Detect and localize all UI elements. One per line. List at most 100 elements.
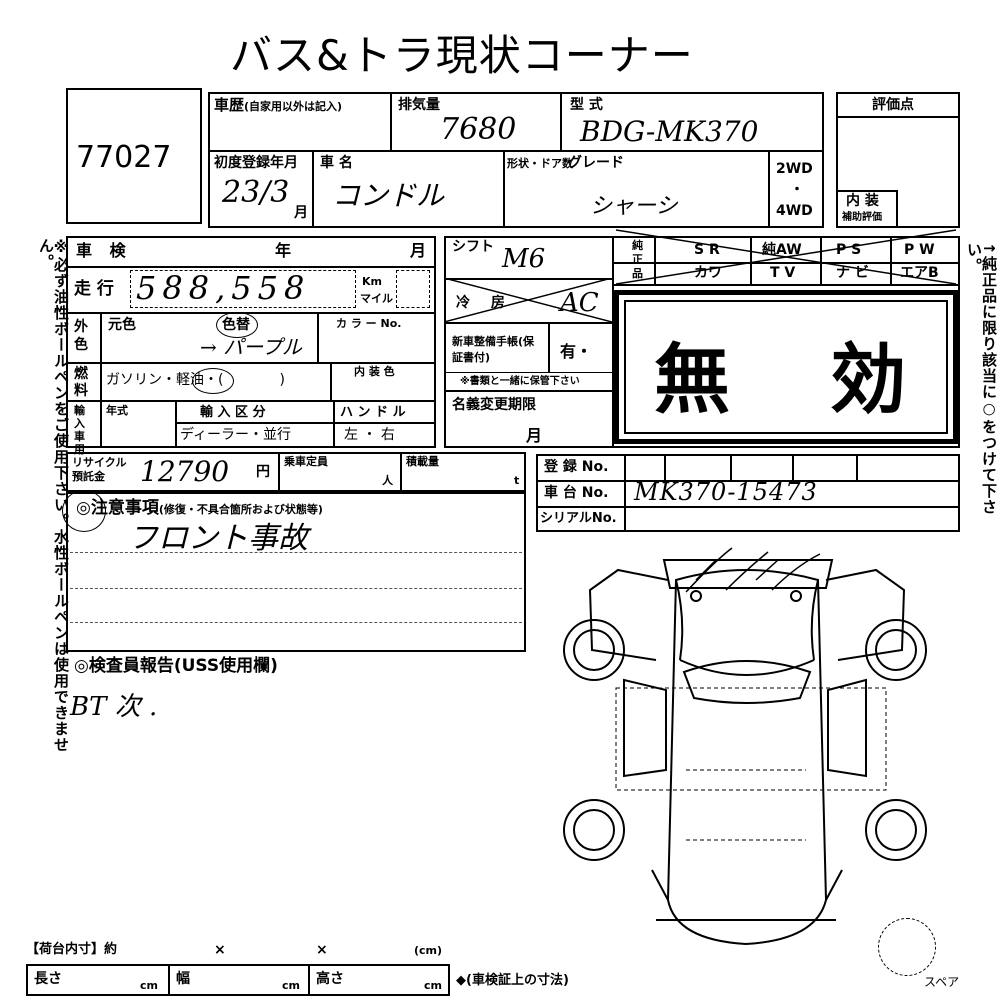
- drive-dot: ・: [790, 182, 804, 198]
- cargo-times-1: ×: [214, 942, 226, 958]
- inspection-month: 月: [410, 241, 427, 260]
- load-label: 積載量: [406, 455, 439, 468]
- model-label: 型 式: [570, 97, 603, 113]
- lot-number-box: [66, 88, 202, 224]
- handle-label: ハ ン ド ル: [340, 405, 406, 420]
- car-name-value: コンドル: [332, 179, 445, 212]
- lot-number: 77027: [76, 140, 172, 175]
- mileage-label: 走 行: [74, 279, 114, 299]
- cargo-length-label: 長さ: [34, 971, 62, 987]
- interior-sub-label: 補助評価: [842, 212, 882, 223]
- genuine-item-aw: 純AW: [762, 242, 802, 258]
- color-value: → パープル: [200, 335, 302, 359]
- fuel-label: 燃料: [74, 366, 88, 399]
- inspection-year: 年: [275, 241, 292, 260]
- fuel-diesel-circle: [192, 368, 234, 394]
- grade-label: グレード: [568, 155, 624, 171]
- page-title: バス&トラ現状コーナー: [230, 31, 694, 80]
- rating-box: [836, 92, 960, 228]
- genuine-item-sr: S R: [694, 242, 720, 258]
- name-change-label: 名義変更期限: [452, 397, 536, 413]
- model-value: BDG-MK370: [580, 115, 759, 148]
- rating-label: 評価点: [872, 97, 914, 113]
- spare-label: スペア: [924, 975, 960, 989]
- registration-no-label: 登 録 No.: [544, 459, 609, 475]
- interior-color-label: 内 装 色: [354, 365, 395, 378]
- cargo-label: 【荷台内寸】約: [26, 942, 118, 957]
- history-label: 車歴(自家用以外は記入): [214, 96, 343, 114]
- mileage-boxes: [130, 270, 356, 308]
- spec-grid: [66, 236, 436, 448]
- vehicle-info-grid: [208, 92, 824, 228]
- genuine-crossout: [615, 229, 957, 285]
- genuine-item-tv: T V: [770, 265, 796, 281]
- import-year-label: 年式: [106, 404, 128, 417]
- serial-no-label: シリアルNo.: [540, 511, 617, 526]
- invalid-stamp-text: 無 効: [654, 335, 918, 424]
- equipment-grid: [444, 236, 960, 448]
- original-color-label: 元色: [108, 317, 136, 333]
- drive-4wd: 4WD: [776, 203, 813, 219]
- displacement-value: 7680: [440, 112, 517, 147]
- recycle-row: [66, 452, 526, 492]
- mileage-value: 588,558: [136, 269, 311, 307]
- import-category-value: ディーラー・並行: [180, 427, 292, 443]
- genuine-label: 純正品: [632, 239, 643, 280]
- capacity-label: 乗車定員: [284, 455, 328, 468]
- cargo-note: ◆(車検証上の寸法): [456, 973, 569, 988]
- genuine-item-pw: P W: [904, 242, 935, 258]
- ac-value: AC: [560, 288, 599, 318]
- ac-crossout: [444, 278, 612, 322]
- inspector-label: ◎検査員報告(USS使用欄): [74, 656, 278, 676]
- notes-value: フロント事故: [128, 521, 308, 556]
- spare-tire-circle: [878, 918, 936, 976]
- mileage-unit-mile: マイル: [360, 292, 393, 305]
- chassis-no-label: 車 台 No.: [544, 485, 609, 501]
- recycle-label: リサイクル預託金: [72, 456, 127, 483]
- grade-value: シャーシ: [590, 194, 678, 219]
- shift-label: シフト: [452, 239, 494, 255]
- truck-diagram: [563, 547, 927, 946]
- genuine-item-leather: カワ: [694, 265, 722, 281]
- changed-color-circle: [216, 312, 258, 338]
- name-change-month: 月: [526, 426, 543, 445]
- cargo-width-label: 幅: [176, 971, 190, 987]
- drive-2wd: 2WD: [776, 161, 813, 177]
- import-category-label: 輸 入 区 分: [200, 405, 266, 420]
- first-registration-value: 23/3: [222, 175, 290, 210]
- handle-value: 左 ・ 右: [344, 427, 395, 443]
- first-registration-label: 初度登録年月: [214, 155, 298, 171]
- cargo-width-unit: cm: [282, 979, 300, 992]
- capacity-unit: 人: [382, 474, 393, 487]
- mileage-unit-km: Km: [362, 275, 382, 288]
- cargo-unit: (cm): [414, 944, 443, 957]
- chassis-no-value: MK370-15473: [634, 478, 818, 506]
- recycle-unit: 円: [256, 464, 270, 480]
- outer-color-label: 外色: [74, 319, 88, 353]
- maintenance-note: ※書類と一緒に保管下さい: [460, 376, 580, 387]
- maintenance-value: 有・: [560, 342, 593, 361]
- cargo-height-unit: cm: [424, 979, 442, 992]
- load-unit: t: [514, 474, 520, 487]
- cargo-times-2: ×: [316, 942, 328, 958]
- first-registration-unit: 月: [294, 205, 308, 221]
- inspection-label: 車 検: [76, 241, 132, 260]
- color-no-label: カ ラ ー No.: [336, 317, 402, 330]
- cargo-height-label: 高さ: [316, 971, 344, 987]
- recycle-value: 12790: [140, 455, 230, 488]
- side-note-right: ↑純正品に限り該当に○をつけて下さい。: [965, 242, 998, 515]
- notes-circle: [62, 490, 106, 532]
- notes-label: ◎注意事項(修復・不具合箇所および状態等): [76, 498, 323, 518]
- cargo-length-unit: cm: [140, 979, 158, 992]
- displacement-label: 排気量: [398, 97, 440, 113]
- import-label: 輸入車用: [74, 404, 85, 456]
- notes-box: [66, 492, 526, 652]
- car-name-label: 車 名: [320, 155, 353, 171]
- shift-value: M6: [502, 244, 546, 274]
- maintenance-label: 新車整備手帳(保証書付): [452, 335, 535, 364]
- ac-label: 冷 房: [456, 295, 513, 311]
- id-numbers-grid: [536, 454, 960, 532]
- invalid-stamp: [614, 290, 958, 444]
- inspector-value: BT 次 .: [70, 692, 158, 722]
- interior-label: 内 装: [846, 193, 879, 209]
